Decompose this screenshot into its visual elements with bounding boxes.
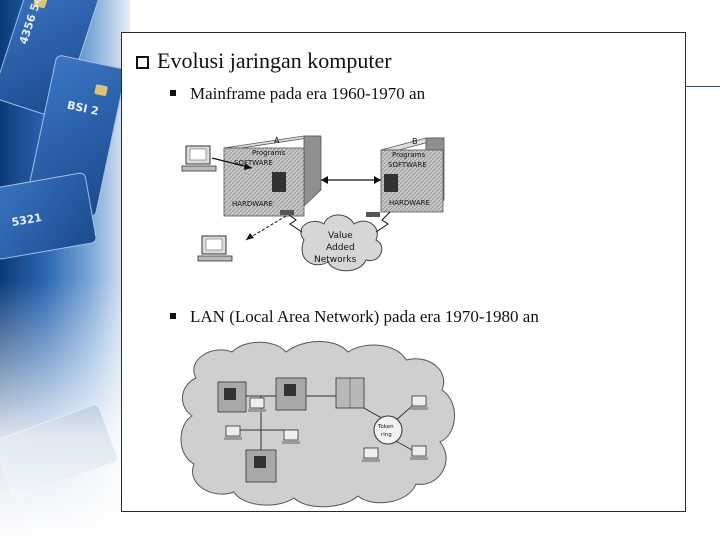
workstation-icon	[410, 446, 428, 460]
token-ring-label: Token	[377, 424, 394, 430]
mainframe-diagram: A Programs SOFTWARE HARDWARE B Programs …	[176, 128, 466, 278]
server-icon	[336, 378, 364, 408]
mainframe-b: B Programs SOFTWARE HARDWARE	[381, 137, 444, 212]
workstation-icon	[248, 398, 266, 412]
token-ring-icon: Token ring	[374, 416, 402, 444]
terminal-icon	[198, 236, 232, 261]
credit-card-image: 5321	[0, 172, 97, 261]
lan-cloud-background	[181, 342, 455, 507]
bullet-text: Mainframe pada era 1960-1970 an	[190, 84, 425, 103]
decorative-side-panel: 4356 5432 BSI 2 5321	[0, 0, 130, 540]
system-a-software: SOFTWARE	[234, 159, 273, 167]
workstation-icon	[362, 448, 380, 462]
bullet-item: LAN (Local Area Network) pada era 1970-1…	[170, 307, 539, 327]
workstation-icon	[410, 396, 428, 410]
system-a-programs: Programs	[252, 149, 286, 157]
card-number: 5321	[11, 211, 43, 229]
server-icon	[246, 450, 276, 482]
slide-title-text: Evolusi jaringan komputer	[157, 48, 392, 73]
system-b-hardware: HARDWARE	[389, 199, 430, 207]
workstation-icon	[282, 430, 300, 444]
slide-title: Evolusi jaringan komputer	[136, 48, 392, 74]
system-b-software: SOFTWARE	[388, 161, 427, 169]
system-b-letter: B	[412, 137, 418, 146]
server-icon	[276, 378, 306, 410]
mainframe-a: A Programs SOFTWARE HARDWARE	[224, 136, 321, 216]
card-label: BSI 2	[66, 99, 100, 118]
cloud-label-line: Value	[328, 231, 353, 241]
checkbox-bullet-icon	[136, 56, 149, 69]
bullet-text: LAN (Local Area Network) pada era 1970-1…	[190, 307, 539, 326]
value-added-networks-cloud: Value Added Networks	[301, 215, 382, 271]
system-a-hardware: HARDWARE	[232, 200, 273, 208]
square-bullet-icon	[170, 90, 176, 96]
cloud-label-line: Networks	[314, 255, 357, 265]
workstation-icon	[224, 426, 242, 440]
square-bullet-icon	[170, 313, 176, 319]
system-b-programs: Programs	[392, 151, 426, 159]
token-ring-label: ring	[381, 432, 392, 438]
bullet-item: Mainframe pada era 1960-1970 an	[170, 84, 425, 104]
system-a-letter: A	[274, 136, 280, 145]
lan-diagram: Token ring	[176, 338, 462, 510]
cloud-label-line: Added	[326, 243, 355, 253]
terminal-icon	[182, 146, 216, 171]
server-icon	[218, 382, 246, 412]
